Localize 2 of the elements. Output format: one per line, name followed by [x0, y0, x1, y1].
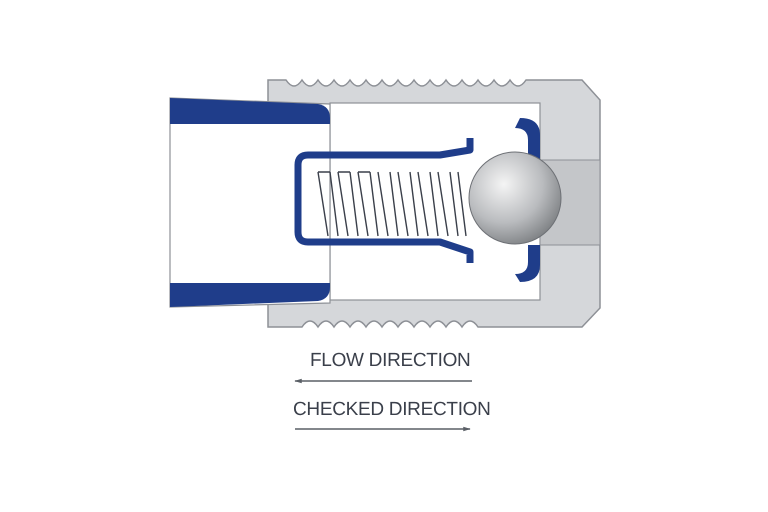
- direction-label: FLOW DIRECTION: [310, 350, 470, 372]
- direction-label: CHECKED DIRECTION: [293, 399, 491, 421]
